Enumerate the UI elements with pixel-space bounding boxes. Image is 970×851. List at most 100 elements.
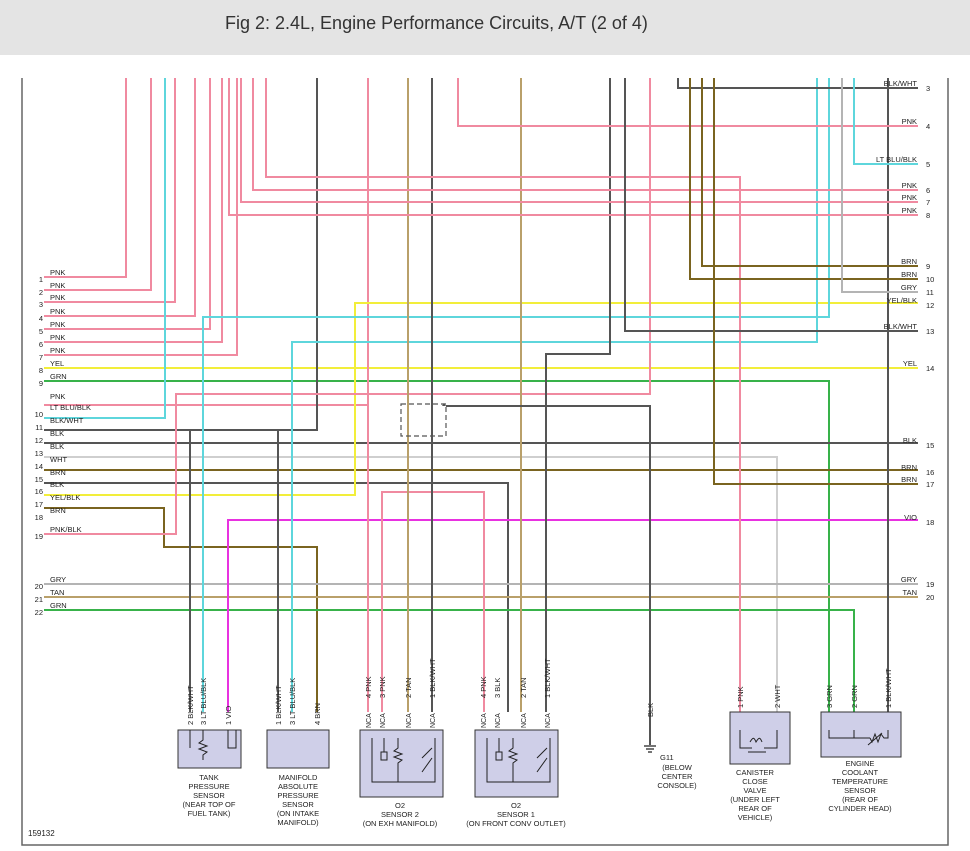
left-pin-number: 11 — [35, 423, 43, 432]
wire-right-9-brn — [701, 78, 918, 267]
right-pin-label: YEL — [903, 359, 917, 368]
o2-sensor-1-pin: 4 PNK — [479, 676, 488, 698]
map-sensor-label: MANIFOLD — [279, 773, 318, 782]
right-pin-label: PNK — [902, 193, 917, 202]
left-pin-label: BLK/WHT — [50, 416, 84, 425]
wire-left-18-brn — [44, 507, 318, 712]
canister-valve-symbol — [739, 730, 778, 753]
tank-sensor-label: (NEAR TOP OF — [183, 800, 236, 809]
left-pin-label: GRN — [50, 372, 67, 381]
ground-g11-label: CENTER — [662, 772, 693, 781]
o2-sensor-2-pin: 3 PNK — [378, 676, 387, 698]
left-pin-label: PNK — [50, 307, 65, 316]
wire-left-9-grn — [44, 380, 830, 712]
wire-left-17-yelblk — [44, 302, 918, 496]
right-pin-label: BRN — [901, 463, 917, 472]
o2-sensor-2-pin: 2 TAN — [404, 677, 413, 698]
ground-g11-label: G11 — [660, 753, 674, 762]
ground-wire-label: BLK — [646, 703, 655, 717]
ect-sensor-label: (REAR OF — [842, 795, 878, 804]
right-pin-number: 18 — [926, 518, 934, 527]
left-pin-number: 19 — [35, 532, 43, 541]
wire-canister-pnk — [265, 78, 741, 712]
wire-left-10-ltblu — [44, 78, 166, 419]
left-pin-label: PNK — [50, 333, 65, 342]
left-pin-number: 12 — [35, 436, 43, 445]
wire-right-13-blkwht — [624, 78, 918, 332]
right-pin-number: 20 — [926, 593, 934, 602]
tank-sensor-pin: 3 LT BLU/BLK — [199, 678, 208, 725]
canister-valve-label: VEHICLE) — [738, 813, 773, 822]
wire-right-8-pnk — [228, 78, 918, 216]
left-pin-label: GRN — [50, 601, 67, 610]
left-pin-label: BLK — [50, 429, 64, 438]
wire-right-17-brn — [713, 78, 918, 485]
canister-valve-label: CLOSE — [742, 777, 767, 786]
left-pin-label: WHT — [50, 455, 67, 464]
wire-left-4-pnk — [44, 78, 196, 317]
ect-sensor-symbol — [828, 730, 889, 746]
wire-ground-blk — [446, 405, 651, 745]
wire-right-4-pnk — [457, 78, 918, 127]
canister-valve-pin: 2 WHT — [773, 684, 782, 708]
canister-valve-label: CANISTER — [736, 768, 775, 777]
left-pin-label: YEL — [50, 359, 64, 368]
left-pin-number: 20 — [35, 582, 43, 591]
ect-sensor-label: COOLANT — [842, 768, 879, 777]
right-pin-number: 12 — [926, 301, 934, 310]
o2-sensor-1-pin: 2 TAN — [519, 677, 528, 698]
wire-right-3-blkwht — [677, 78, 918, 89]
wire-right-5-ltblu — [853, 78, 918, 165]
wire-left-5-pnk — [44, 78, 211, 330]
o2-sensor-1-box — [474, 729, 559, 798]
canister-valve-pin: 1 PNK — [736, 686, 745, 708]
o2-sensor-1-symbol — [486, 738, 551, 783]
o2-sensor-2-pin: 4 PNK — [364, 676, 373, 698]
ect-sensor-pin: 3 GRN — [825, 685, 834, 708]
right-pin-label: LT BLU/BLK — [876, 155, 917, 164]
tank-sensor-label: FUEL TANK) — [188, 809, 231, 818]
wire-left-7-pnk — [44, 78, 238, 356]
ect-sensor-pin: 1 BLK/WHT — [884, 668, 893, 708]
left-pin-number: 14 — [35, 462, 43, 471]
right-pin-number: 4 — [926, 122, 930, 131]
right-pin-number: 5 — [926, 160, 930, 169]
left-pin-number: 9 — [39, 379, 43, 388]
left-pin-number: 17 — [35, 500, 43, 509]
wire-left-22-grn — [44, 609, 855, 712]
right-pin-number: 8 — [926, 211, 930, 220]
o2-sensor-2-nca: NCA — [366, 713, 373, 728]
map-sensor-label: ABSOLUTE — [278, 782, 318, 791]
left-pin-label: PNK — [50, 293, 65, 302]
wire-right-7-pnk — [240, 78, 918, 203]
wire-tank-vio — [227, 519, 918, 712]
map-sensor-label: PRESSURE — [277, 791, 318, 800]
o2-sensor-1-nca: NCA — [545, 713, 552, 728]
left-pin-label: BLK — [50, 442, 64, 451]
left-pin-number: 5 — [39, 327, 43, 336]
left-pin-label: PNK/BLK — [50, 525, 82, 534]
o2-sensor-2-nca: NCA — [406, 713, 413, 728]
left-pin-label: BRN — [50, 506, 66, 515]
o2-sensor-2-box — [359, 729, 444, 798]
right-pin-number: 19 — [926, 580, 934, 589]
right-pin-number: 16 — [926, 468, 934, 477]
wire-left-1-pnk — [44, 78, 127, 278]
ground-g11-label: CONSOLE) — [657, 781, 697, 790]
left-pin-number: 22 — [35, 608, 43, 617]
left-pin-number: 8 — [39, 366, 43, 375]
left-pin-number: 3 — [39, 300, 43, 309]
wire-right-11-gry — [841, 78, 918, 293]
right-pin-number: 10 — [926, 275, 934, 284]
ect-sensor-label: ENGINE — [846, 759, 875, 768]
wire-left-19-pnkblk — [44, 78, 651, 535]
wire-right-10-brn — [689, 78, 918, 280]
right-pin-number: 7 — [926, 198, 930, 207]
right-pin-label: VIO — [904, 513, 917, 522]
o2-sensor-1-pin: 1 BLK/WHT — [543, 658, 552, 698]
canister-valve-label: VALVE — [743, 786, 766, 795]
right-pin-label: BLK/WHT — [884, 322, 918, 331]
right-pin-number: 14 — [926, 364, 934, 373]
wire-left-2-pnk — [44, 78, 152, 291]
ect-sensor-box — [820, 711, 902, 758]
